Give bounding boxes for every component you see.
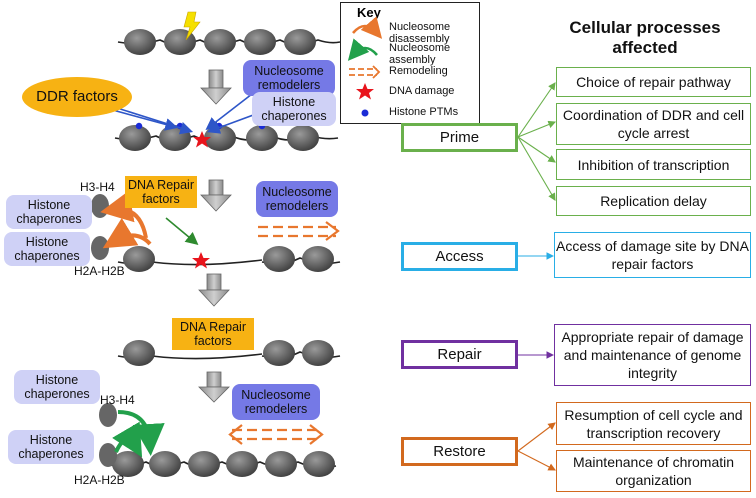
key-item-label: DNA damage <box>389 85 455 97</box>
restore-connectors <box>517 422 556 471</box>
process-box: Resumption of cell cycle and transcripti… <box>556 402 751 445</box>
histone-h2ah2b <box>99 443 117 467</box>
histone-ptm-dot <box>135 122 143 130</box>
histone-h3h4 <box>91 194 109 218</box>
process-box: Choice of repair pathway <box>556 67 751 97</box>
green-curved-arrow-icon <box>347 38 378 61</box>
chromatin-row-4 <box>117 340 341 366</box>
chromatin-row-5 <box>99 403 337 477</box>
nucleosome <box>284 29 316 55</box>
dna-damage-star-icon <box>192 252 210 269</box>
dna-repair-factors-label: DNA Repair factors <box>125 176 197 208</box>
process-box: Access of damage site by DNA repair fact… <box>554 232 751 278</box>
ddr-factors-label: DDR factors <box>22 77 132 117</box>
chromatin-row-2 <box>114 122 339 151</box>
histone-chaperones-label: Histone chaperones <box>14 370 100 404</box>
nucleosome-remodelers-label: Nucleosome remodelers <box>232 384 320 420</box>
remodeling-dashed-arrow-icon <box>258 221 340 241</box>
process-box: Inhibition of transcription <box>556 149 751 180</box>
histone-h2ah2b <box>91 236 109 260</box>
histone-chaperones-label: Histone chaperones <box>6 195 92 229</box>
nucleosome <box>244 29 276 55</box>
stage-repair: Repair <box>401 340 518 369</box>
process-box: Maintenance of chromatin organization <box>556 450 751 492</box>
red-star-icon <box>356 83 374 100</box>
histone-chaperones-label: Histone chaperones <box>252 92 336 126</box>
key-title: Key <box>357 5 381 20</box>
stage-prime: Prime <box>401 123 518 152</box>
chromatin-row-1 <box>117 29 341 55</box>
key-item-label: Nucleosome assembly <box>389 42 451 66</box>
dna-repair-factors-label: DNA Repair factors <box>172 318 254 350</box>
key-item-label: Nucleosome disassembly <box>389 21 451 45</box>
gray-down-arrow-4 <box>198 371 230 403</box>
prime-connectors <box>517 82 557 201</box>
stage-access: Access <box>401 242 518 271</box>
orange-curved-arrow-icon <box>352 16 383 39</box>
key-legend: Key Nucleosome disassembly Nucleosome as… <box>340 2 480 124</box>
nucleosome-remodelers-label: Nucleosome remodelers <box>256 181 338 217</box>
h3h4-label: H3-H4 <box>100 393 135 407</box>
key-item-label: Remodeling <box>389 65 448 77</box>
process-box: Coordination of DDR and cell cycle arres… <box>556 103 751 145</box>
nucleosome <box>124 29 156 55</box>
key-item-label: Histone PTMs <box>389 106 459 118</box>
orange-disassembly-arrow <box>102 217 152 249</box>
gray-down-arrow-3 <box>198 273 230 307</box>
chromatin-row-3 <box>91 190 341 272</box>
remodeling-dashed-arrow-icon <box>228 424 324 445</box>
h2ah2b-label: H2A-H2B <box>74 264 125 278</box>
gray-down-arrow-1 <box>200 69 232 105</box>
stage-restore: Restore <box>401 437 518 466</box>
dashed-double-arrow-icon <box>349 65 381 79</box>
nucleosome <box>204 29 236 55</box>
process-box: Replication delay <box>556 186 751 216</box>
orange-disassembly-arrow <box>100 190 148 239</box>
process-box: Appropriate repair of damage and mainten… <box>554 324 751 386</box>
h3h4-label: H3-H4 <box>80 180 115 194</box>
dna-damage-star-icon <box>193 131 211 148</box>
green-assembly-arrow <box>112 421 143 458</box>
lightning-bolt-icon <box>183 11 201 41</box>
blue-dot-icon <box>361 109 369 117</box>
h2ah2b-label: H2A-H2B <box>74 473 125 487</box>
gray-down-arrow-2 <box>200 179 232 212</box>
green-assembly-arrow <box>117 410 165 456</box>
histone-chaperones-label: Histone chaperones <box>4 232 90 266</box>
histone-chaperones-label: Histone chaperones <box>8 430 94 464</box>
nucleosome-remodelers-label: Nucleosome remodelers <box>243 60 335 96</box>
histone-h3h4 <box>99 403 117 427</box>
processes-heading: Cellular processes affected <box>569 18 721 57</box>
